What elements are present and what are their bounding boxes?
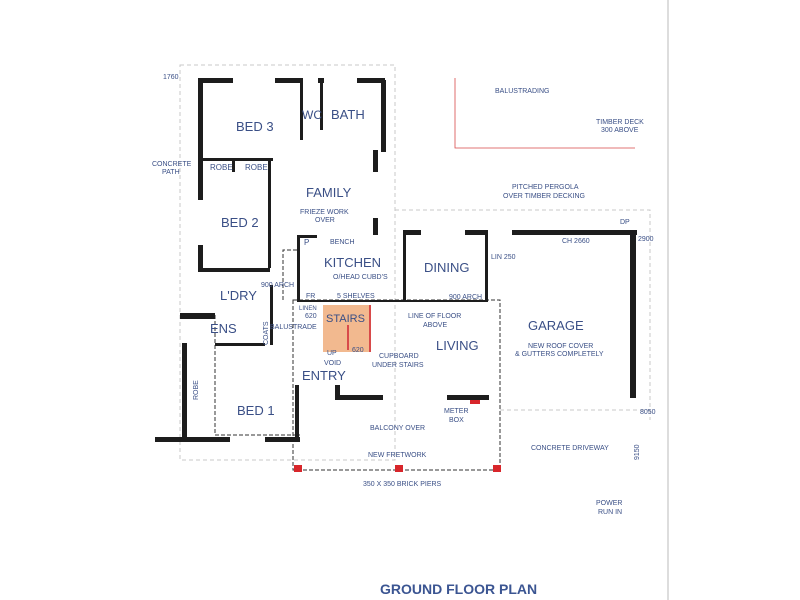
room-ldry: L'DRY	[220, 288, 257, 303]
note-meter: METER	[444, 408, 469, 415]
note-ceiling-height: CH 2660	[562, 238, 590, 245]
room-entry: ENTRY	[302, 368, 346, 383]
note-roof: NEW ROOF COVER	[528, 343, 593, 350]
dimension-2900: 2900	[638, 236, 654, 243]
note-frieze-2: OVER	[315, 217, 335, 224]
note-pergola-2: OVER TIMBER DECKING	[503, 193, 585, 200]
stairs-fill	[323, 305, 370, 352]
note-fretwork: NEW FRETWORK	[368, 452, 427, 459]
note-driveway: CONCRETE DRIVEWAY	[531, 445, 609, 452]
room-bed2: BED 2	[221, 215, 259, 230]
room-dining: DINING	[424, 260, 470, 275]
note-void: VOID	[324, 360, 341, 367]
note-dp: DP	[620, 219, 630, 226]
note-pergola: PITCHED PERGOLA	[512, 184, 579, 191]
room-bed3: BED 3	[236, 119, 274, 134]
room-wc: WC	[302, 108, 322, 122]
note-balcony: BALCONY OVER	[370, 425, 425, 432]
note-linen-cupboard: LINEN	[299, 306, 317, 312]
room-ens: ENS	[210, 321, 237, 336]
room-kitchen: KITCHEN	[324, 255, 381, 270]
note-power-2: RUN IN	[598, 509, 622, 516]
note-balustrade: BALUSTRADE	[270, 324, 317, 331]
room-stairs: STAIRS	[326, 313, 365, 325]
note-timber-deck: TIMBER DECK	[596, 119, 644, 126]
note-overhead-cupboards: O/HEAD CUBD'S	[333, 274, 388, 281]
brick-piers	[294, 400, 501, 472]
note-roof-2: & GUTTERS COMPLETELY	[515, 351, 604, 358]
note-floor-above: LINE OF FLOOR	[408, 313, 461, 320]
room-living: LIVING	[436, 338, 479, 353]
dimension-1760: 1760	[163, 74, 179, 81]
dimension-8050: 8050	[640, 409, 656, 416]
room-bath: BATH	[331, 107, 365, 122]
walls	[155, 78, 637, 442]
note-bench: BENCH	[330, 239, 355, 246]
note-concrete-path-2: PATH	[162, 169, 180, 176]
room-robe: ROBE	[210, 163, 233, 172]
note-brick-piers: 350 X 350 BRICK PIERS	[363, 481, 442, 488]
note-shelves: 5 SHELVES	[337, 293, 375, 300]
dimension-620: 620	[305, 313, 317, 320]
dimension-9150: 9150	[634, 444, 641, 460]
note-meter-2: BOX	[449, 417, 464, 424]
note-concrete-path: CONCRETE	[152, 161, 192, 168]
note-timber-deck-above: 300 ABOVE	[601, 127, 639, 134]
robe-label: ROBE	[193, 380, 200, 400]
room-bed1: BED 1	[237, 403, 275, 418]
dimension-620-2: 620	[352, 347, 364, 354]
plan-title: GROUND FLOOR PLAN	[380, 581, 537, 597]
coats-label: COATS	[263, 321, 270, 345]
room-robe: ROBE	[245, 163, 268, 172]
note-balustrading: BALUSTRADING	[495, 88, 549, 95]
note-floor-above-2: ABOVE	[423, 322, 447, 329]
note-linen: LIN 250	[491, 254, 516, 261]
note-power: POWER	[596, 500, 622, 507]
note-frieze: FRIEZE WORK	[300, 209, 349, 216]
note-up: UP	[327, 350, 337, 357]
room-garage: GARAGE	[528, 318, 584, 333]
note-arch-2: 900 ARCH	[449, 294, 482, 301]
note-cupboard: CUPBOARD	[379, 353, 419, 360]
note-cupboard-2: UNDER STAIRS	[372, 362, 424, 369]
room-family: FAMILY	[306, 185, 352, 200]
note-arch: 900 ARCH	[261, 282, 294, 289]
pantry-label: P	[304, 238, 309, 247]
note-fridge: FR	[306, 293, 315, 300]
